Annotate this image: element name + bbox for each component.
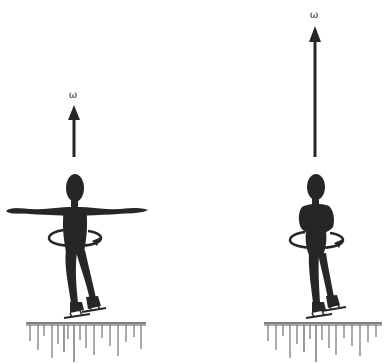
- head-right: [307, 174, 325, 200]
- legs-right: [309, 253, 320, 303]
- skates-left: [64, 296, 106, 318]
- omega-vector-left: ω: [68, 90, 80, 157]
- torso-tucked: [299, 204, 334, 233]
- skater-left: ω: [6, 90, 148, 362]
- skater-right: ω: [264, 10, 382, 362]
- ice-right: [264, 323, 382, 362]
- legs-left: [65, 250, 78, 303]
- skates-right: [306, 295, 346, 318]
- ice-left: [26, 323, 146, 362]
- omega-label-right: ω: [310, 10, 318, 21]
- omega-label-left: ω: [69, 90, 77, 101]
- omega-vector-right: ω: [309, 10, 321, 157]
- head-left: [66, 174, 84, 202]
